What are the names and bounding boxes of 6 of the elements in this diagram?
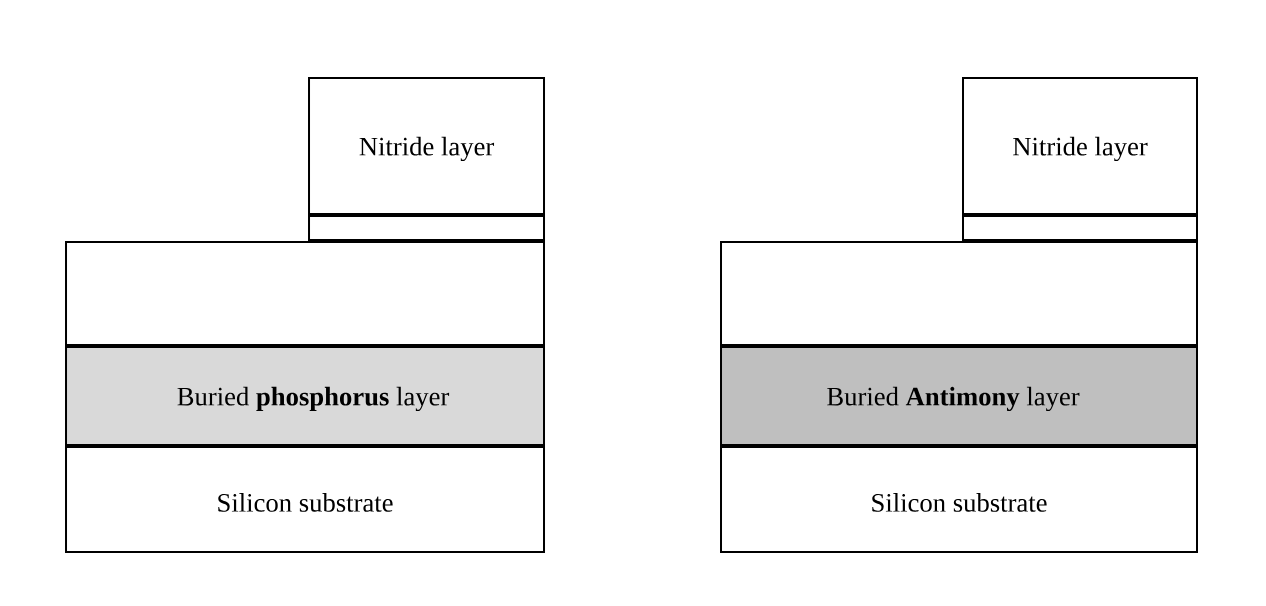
oxide-layer <box>308 215 545 241</box>
substrate-layer: Silicon substrate <box>720 446 1198 553</box>
buried-layer: Buried phosphorus layer <box>65 346 545 446</box>
buried-layer: Buried Antimony layer <box>720 346 1198 446</box>
substrate-layer: Silicon substrate <box>65 446 545 553</box>
oxide-layer <box>962 215 1198 241</box>
